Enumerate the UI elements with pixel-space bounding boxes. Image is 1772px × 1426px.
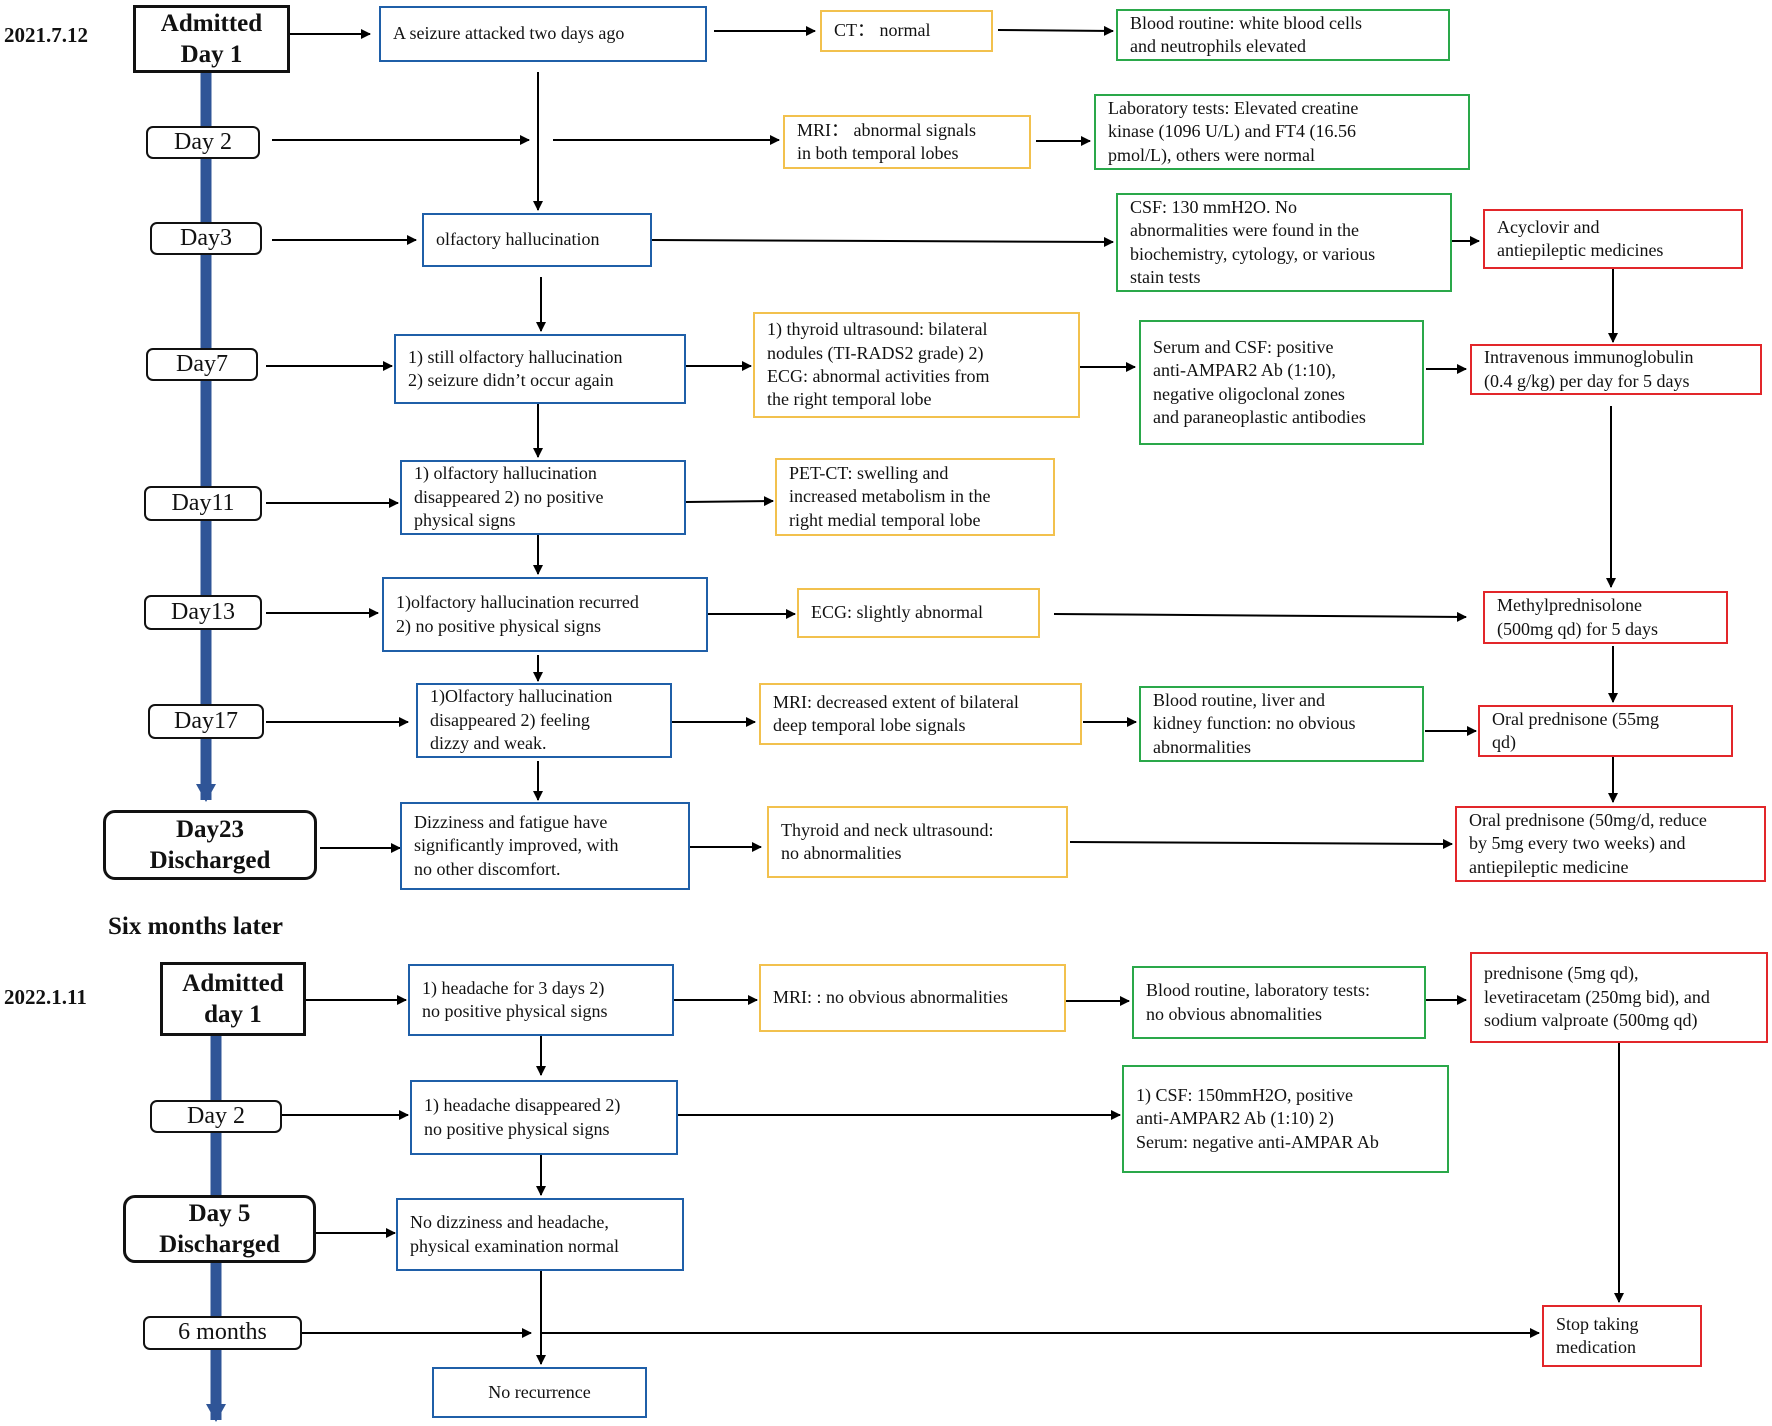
symptom-box-headache: 1) headache for 3 days 2) no positive ph… xyxy=(408,964,674,1036)
exam-box-mri-2022: MRI: : no obvious abnormalities xyxy=(759,964,1066,1032)
section-label-six-months-later: Six months later xyxy=(108,913,283,940)
day-box-day-3: Day3 xyxy=(150,222,262,255)
lab-box-csf: CSF: 130 mmH2O. No abnormalities were fo… xyxy=(1116,193,1452,292)
treatment-box-acyclovir: Acyclovir and antiepileptic medicines xyxy=(1483,209,1743,269)
day-box-day-7: Day7 xyxy=(146,348,258,381)
symptom-box-day-11: 1) olfactory hallucination disappeared 2… xyxy=(400,460,686,535)
day-box-day-2: Day 2 xyxy=(146,126,260,159)
symptom-box-seizure: A seizure attacked two days ago xyxy=(379,6,707,62)
lab-box-blood-liver-kidney: Blood routine, liver and kidney function… xyxy=(1139,686,1424,762)
date-label-2022: 2022.1.11 xyxy=(4,985,87,1009)
exam-box-ecg: ECG: slightly abnormal xyxy=(797,588,1040,638)
treatment-box-prednisone-levetiracetam: prednisone (5mg qd), levetiracetam (250m… xyxy=(1470,952,1768,1043)
symptom-box-headache-disappeared: 1) headache disappeared 2) no positive p… xyxy=(410,1080,678,1155)
treatment-box-methylprednisolone: Methylprednisolone (500mg qd) for 5 days xyxy=(1483,591,1728,644)
lab-box-csf-serum-2022: 1) CSF: 150mmH2O, positive anti-AMPAR2 A… xyxy=(1122,1065,1449,1173)
exam-box-thyroid-neck-ultrasound: Thyroid and neck ultrasound: no abnormal… xyxy=(767,806,1068,878)
exam-box-pet-ct: PET-CT: swelling and increased metabolis… xyxy=(775,458,1055,536)
treatment-box-oral-prednisone-50: Oral prednisone (50mg/d, reduce by 5mg e… xyxy=(1455,806,1766,882)
symptom-box-no-dizziness: No dizziness and headache, physical exam… xyxy=(396,1198,684,1271)
symptom-box-day-17: 1)Olfactory hallucination disappeared 2)… xyxy=(416,683,672,758)
day-box-day-13: Day13 xyxy=(144,595,262,630)
symptom-box-olfactory-hallucination: olfactory hallucination xyxy=(422,213,652,267)
day-box-day-23-discharged: Day23 Discharged xyxy=(103,810,317,880)
day-box-6-months: 6 months xyxy=(143,1316,302,1350)
treatment-box-ivig: Intravenous immunoglobulin (0.4 g/kg) pe… xyxy=(1470,344,1762,395)
day-box-day-17: Day17 xyxy=(148,704,264,739)
lab-box-blood-routine: Blood routine: white blood cells and neu… xyxy=(1116,9,1450,61)
symptom-box-no-recurrence: No recurrence xyxy=(432,1367,647,1418)
day-box-day-2-2022: Day 2 xyxy=(150,1100,282,1133)
lab-box-blood-laboratory-2022: Blood routine, laboratory tests: no obvi… xyxy=(1132,966,1426,1039)
day-box-day-11: Day11 xyxy=(144,486,262,521)
exam-box-ct: CT： normal xyxy=(820,10,993,52)
exam-box-mri-decreased: MRI: decreased extent of bilateral deep … xyxy=(759,683,1082,745)
lab-box-serum-csf: Serum and CSF: positive anti-AMPAR2 Ab (… xyxy=(1139,320,1424,445)
treatment-box-stop-medication: Stop taking medication xyxy=(1542,1305,1702,1367)
day-box-admitted-day-1-2022: Admitted day 1 xyxy=(160,962,306,1036)
exam-box-thyroid-ecg: 1) thyroid ultrasound: bilateral nodules… xyxy=(753,312,1080,418)
lab-box-laboratory-tests: Laboratory tests: Elevated creatine kina… xyxy=(1094,94,1470,170)
treatment-box-oral-prednisone-55: Oral prednisone (55mg qd) xyxy=(1478,705,1733,757)
symptom-box-day-7: 1) still olfactory hallucination 2) seiz… xyxy=(394,334,686,404)
symptom-box-day-23: Dizziness and fatigue have significantly… xyxy=(400,802,690,890)
day-box-day-5-discharged: Day 5 Discharged xyxy=(123,1195,316,1263)
exam-box-mri: MRI： abnormal signals in both temporal l… xyxy=(783,115,1031,169)
day-box-admitted-day-1: Admitted Day 1 xyxy=(133,5,290,73)
date-label-2021: 2021.7.12 xyxy=(4,23,88,47)
symptom-box-day-13: 1)olfactory hallucination recurred 2) no… xyxy=(382,577,708,652)
